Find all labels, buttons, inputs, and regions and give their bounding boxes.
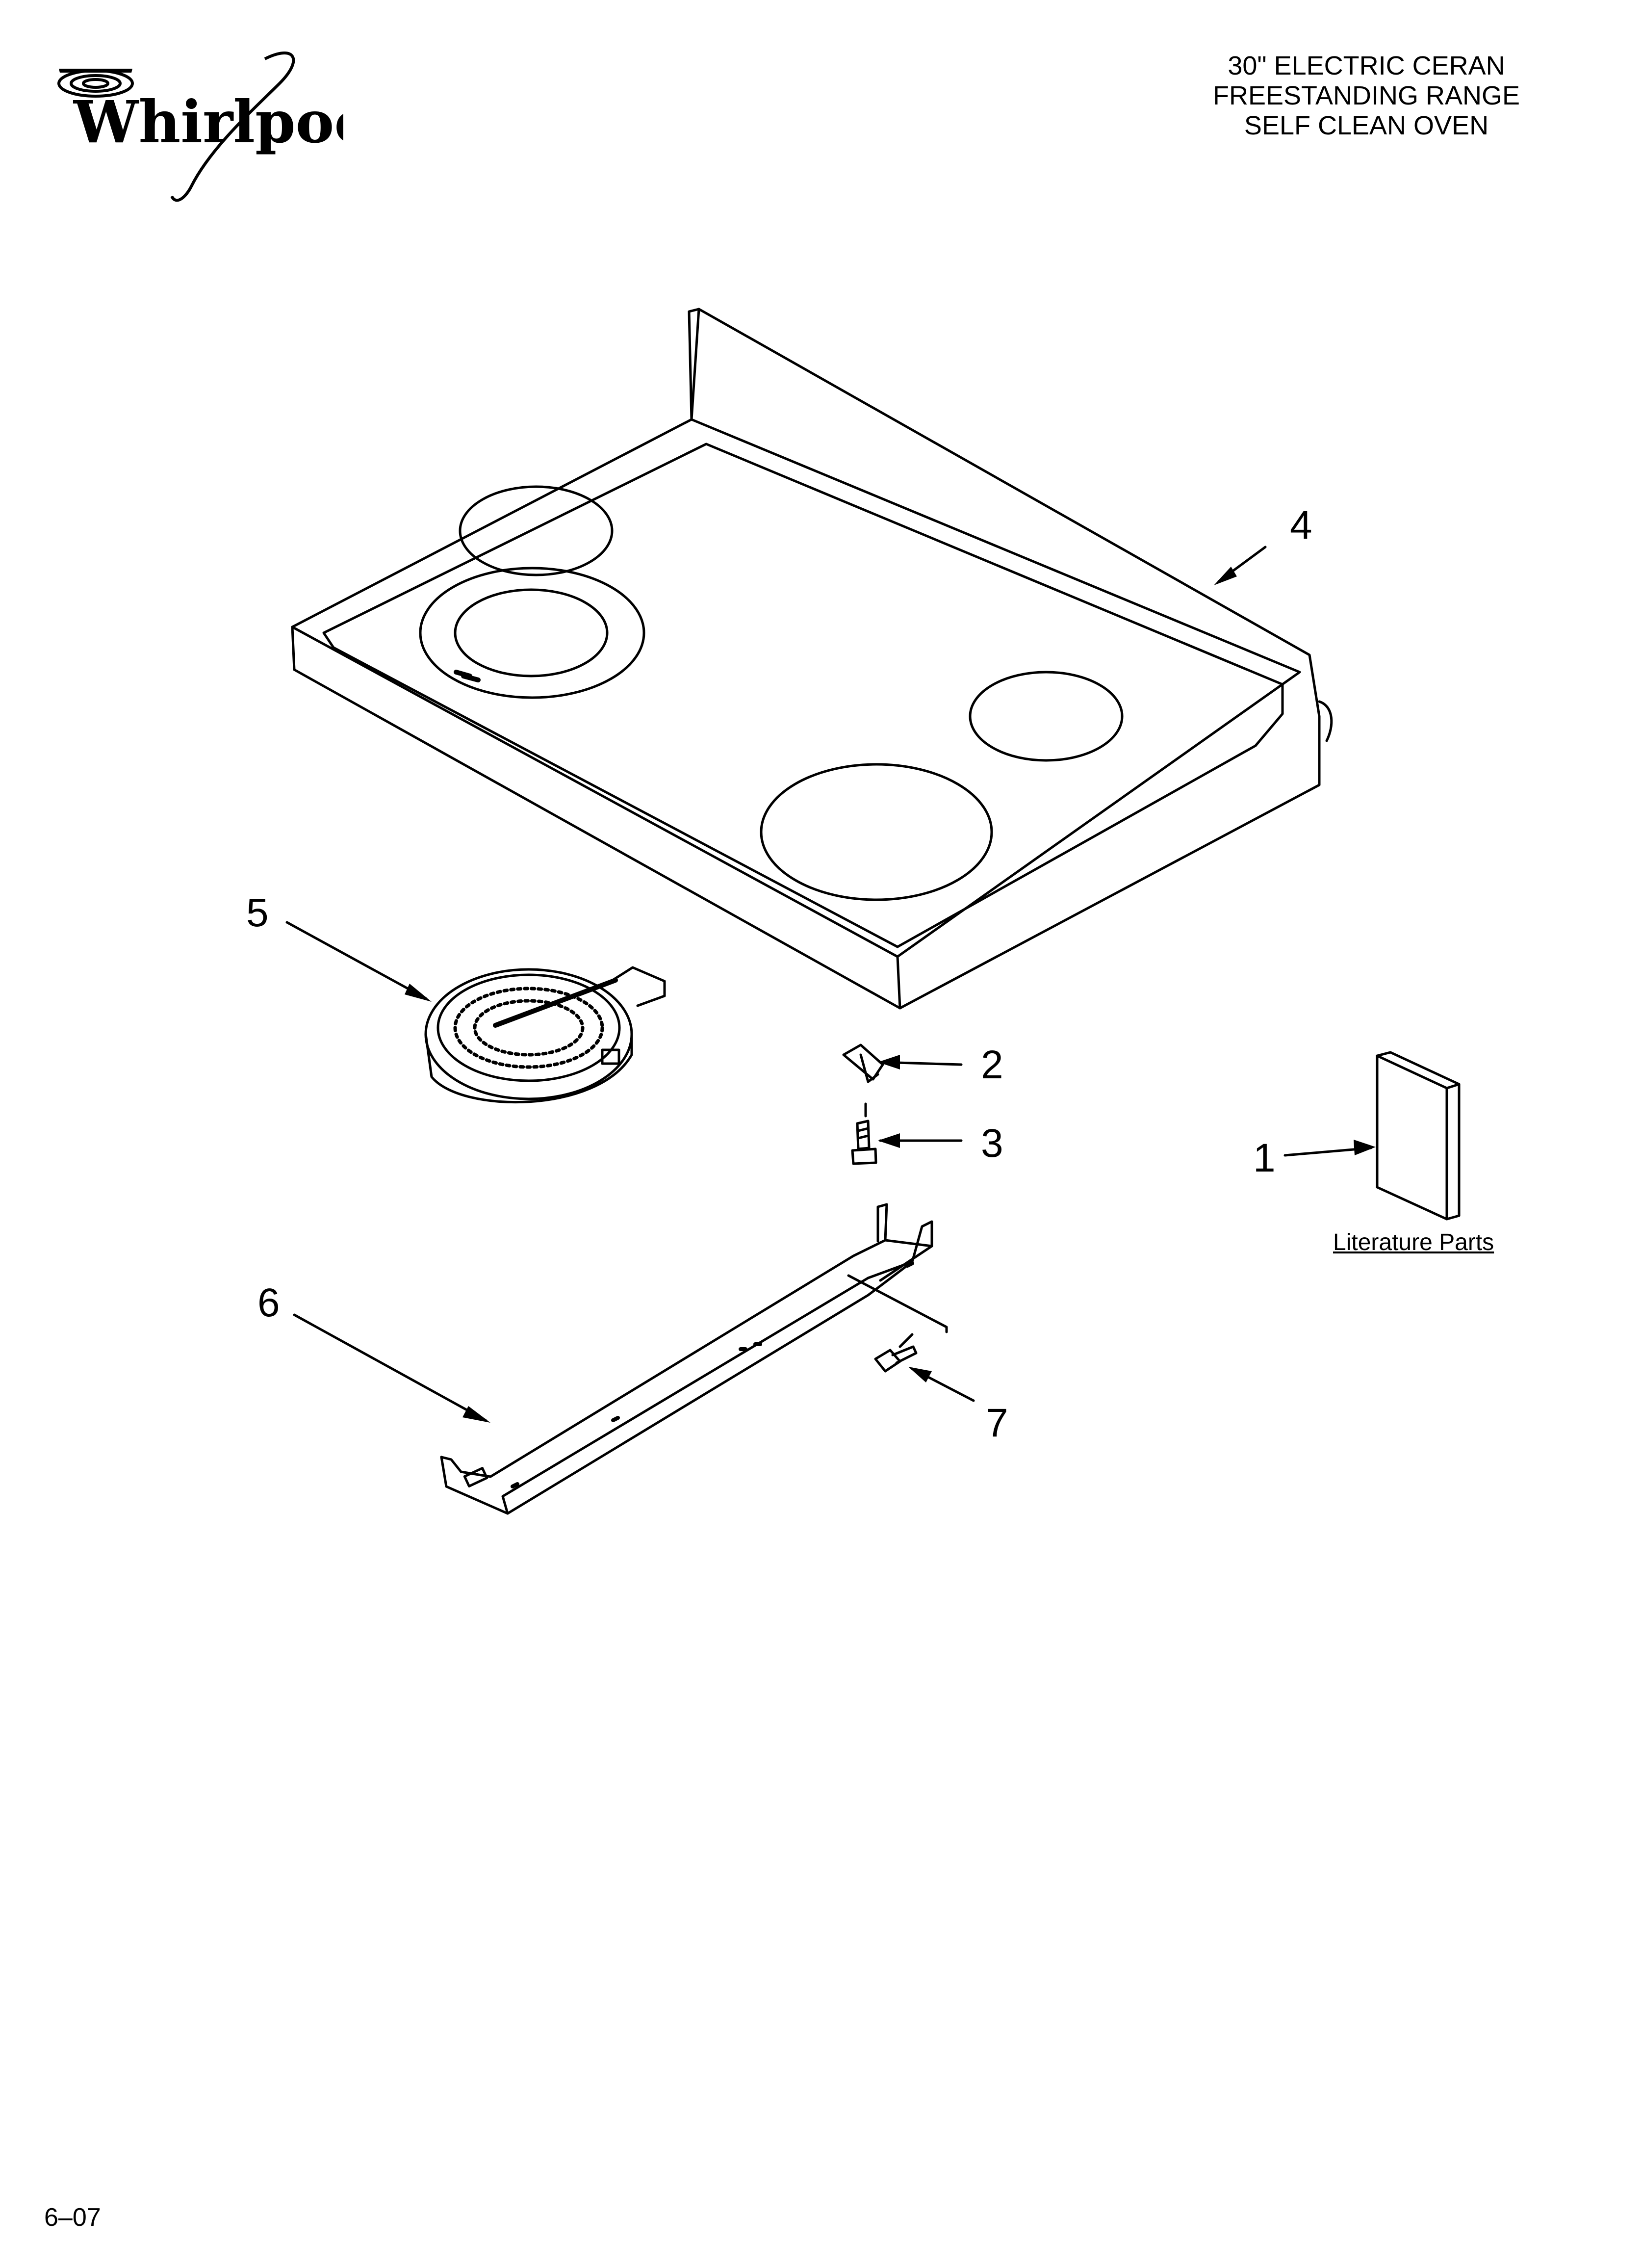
product-title: 30" ELECTRIC CERAN FREESTANDING RANGE SE… bbox=[1146, 51, 1587, 141]
leader-lines bbox=[285, 546, 1372, 1422]
radiant-element bbox=[424, 966, 666, 1104]
callout-5: 5 bbox=[246, 890, 269, 935]
logo-wordmark: Whirlpool bbox=[73, 88, 343, 156]
product-title-line: FREESTANDING RANGE bbox=[1212, 81, 1520, 110]
cooktop-glass bbox=[291, 308, 1333, 1010]
literature-parts-label: Literature Parts bbox=[1333, 1229, 1494, 1255]
product-title-line: 30" ELECTRIC CERAN bbox=[1228, 51, 1505, 80]
arrow-heads bbox=[405, 567, 1376, 1423]
callout-6: 6 bbox=[257, 1280, 280, 1325]
callout-3: 3 bbox=[981, 1121, 1003, 1166]
screw-part bbox=[851, 1120, 877, 1165]
bracket-part bbox=[440, 1203, 933, 1515]
page-code: 6–07 bbox=[44, 2203, 101, 2232]
hex-screw-part bbox=[874, 1345, 918, 1373]
clip-part bbox=[842, 1043, 884, 1083]
callout-7: 7 bbox=[986, 1401, 1008, 1445]
callout-4: 4 bbox=[1290, 503, 1312, 547]
product-title-line: SELF CLEAN OVEN bbox=[1244, 111, 1489, 140]
screw-leader bbox=[847, 1274, 948, 1348]
callout-1: 1 bbox=[1253, 1136, 1276, 1180]
callout-2: 2 bbox=[981, 1043, 1003, 1087]
literature-parts-pack bbox=[1376, 1051, 1461, 1221]
whirlpool-logo: Whirlpool bbox=[49, 49, 395, 211]
